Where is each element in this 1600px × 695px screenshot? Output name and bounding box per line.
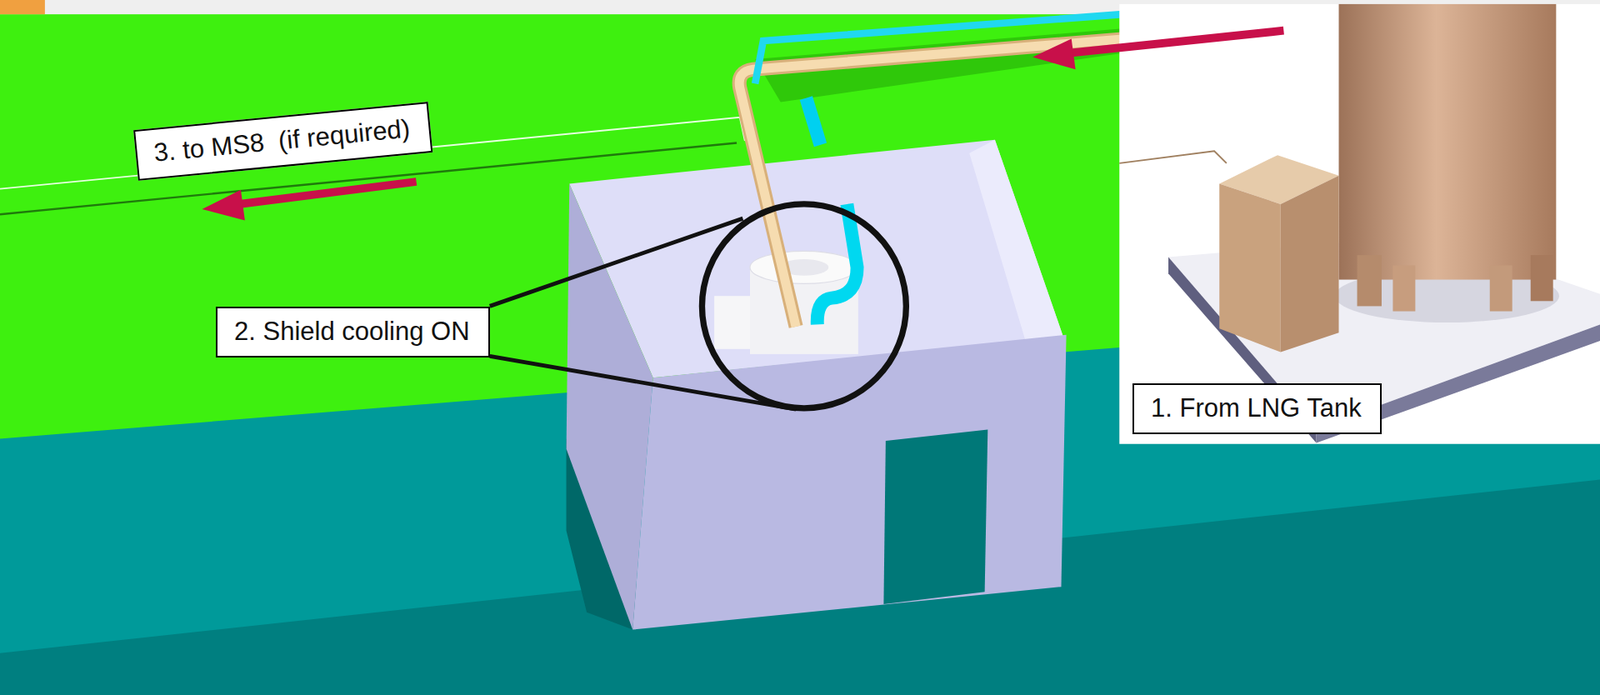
cooling-pipe xyxy=(755,14,1123,84)
leader-line xyxy=(490,218,744,306)
leader-line xyxy=(490,355,796,410)
pump-house-right xyxy=(1280,175,1340,353)
flow-arrow xyxy=(240,181,417,205)
inset-panel xyxy=(1119,4,1600,445)
callout-box: 1. From LNG Tank xyxy=(1132,383,1382,435)
lng-tank xyxy=(1339,4,1557,280)
tank-leg xyxy=(1490,265,1513,311)
tank-leg xyxy=(1357,255,1382,306)
inset-wire xyxy=(1119,150,1227,164)
cooling-pipe-drop xyxy=(805,98,820,145)
flow-arrowhead xyxy=(201,190,245,221)
callout-box: 2. Shield cooling ON xyxy=(215,306,490,358)
detail-circle xyxy=(701,204,906,409)
callout-text: 1. From LNG Tank xyxy=(1150,392,1364,425)
building-interior xyxy=(569,140,1064,378)
pump-house-left xyxy=(1219,183,1280,352)
tank-leg xyxy=(1392,265,1415,311)
building-inner-wall xyxy=(969,140,1064,341)
building-front xyxy=(632,335,1066,630)
cooling-pipe-bend xyxy=(817,204,858,325)
building-door xyxy=(883,430,988,605)
top-bar-tab xyxy=(0,0,45,15)
flow-arrow xyxy=(1069,30,1284,54)
tank-leg xyxy=(1530,255,1554,301)
flow-arrowhead xyxy=(1032,39,1075,70)
callout-text: 2. Shield cooling ON xyxy=(234,315,472,349)
cryostat-top xyxy=(750,250,859,284)
